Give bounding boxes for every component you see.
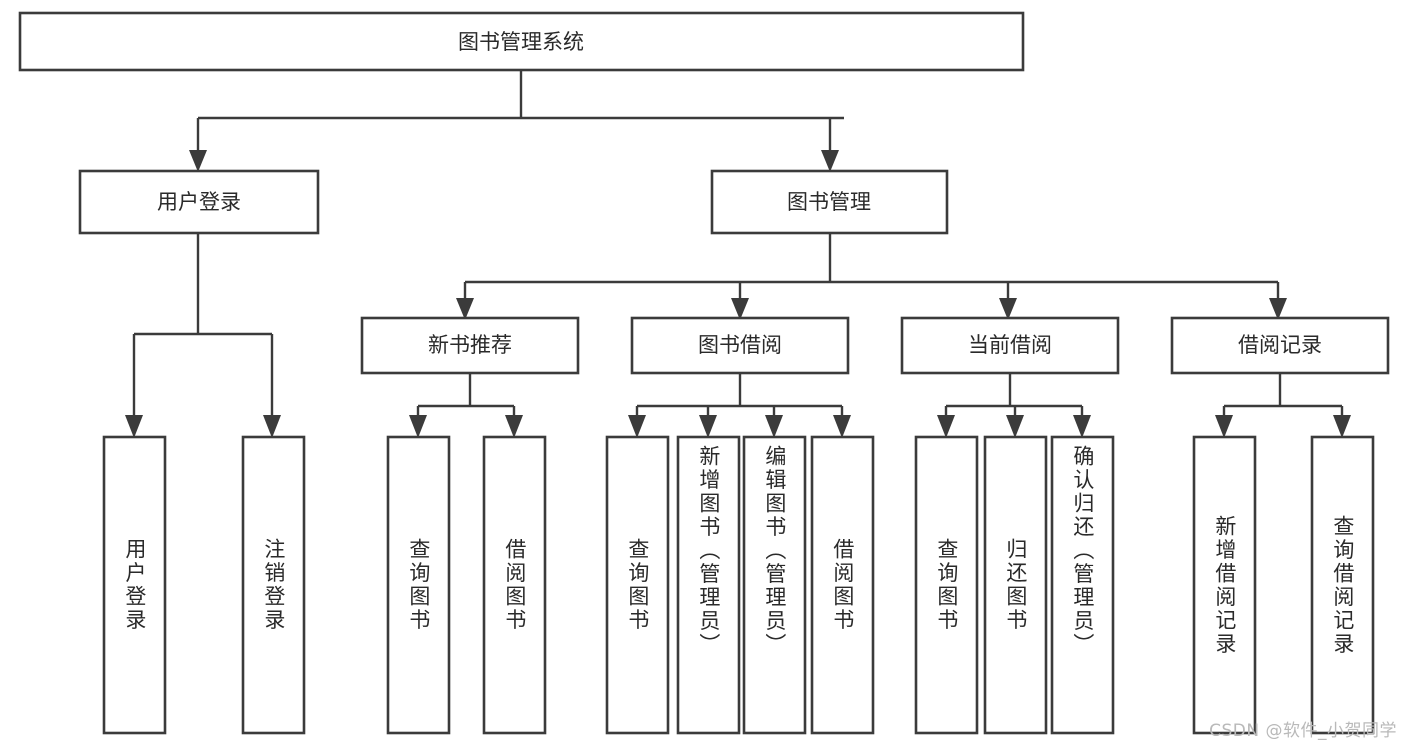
leaf-box-query-book-2 xyxy=(605,435,670,735)
node-book-manage-label: 图书管理 xyxy=(787,190,871,214)
leaf-box-user-login xyxy=(102,435,167,735)
node-book-borrow-label: 图书借阅 xyxy=(698,333,782,357)
node-new-book-recommend[interactable]: 新书推荐 xyxy=(360,316,580,375)
watermark: CSDN @软件_小贺同学 xyxy=(1209,721,1397,741)
node-root[interactable]: 图书管理系统 xyxy=(18,11,1025,72)
leaf-box-query-book-3 xyxy=(914,435,979,735)
leaf-boxes xyxy=(102,435,1375,735)
connector-currentborrow-to-leaves xyxy=(937,373,1091,438)
leaf-box-confirm-return xyxy=(1050,435,1115,735)
leaf-box-add-record xyxy=(1192,435,1257,735)
leaf-box-query-record xyxy=(1310,435,1375,735)
leaf-box-query-book-1 xyxy=(386,435,451,735)
connector-bookmanage-to-level2 xyxy=(456,233,1287,320)
connector-userlogin-to-leaves xyxy=(125,233,281,438)
node-root-label: 图书管理系统 xyxy=(458,30,584,54)
leaf-box-edit-book xyxy=(742,435,807,735)
leaf-box-add-book xyxy=(676,435,741,735)
leaf-box-borrow-book-1 xyxy=(482,435,547,735)
node-borrow-record-label: 借阅记录 xyxy=(1238,333,1322,357)
connector-bookborrow-to-leaves xyxy=(628,373,851,438)
node-borrow-record[interactable]: 借阅记录 xyxy=(1170,316,1390,375)
node-user-login-label: 用户登录 xyxy=(157,190,241,214)
connector-newbook-to-leaves xyxy=(409,373,523,438)
node-user-login[interactable]: 用户登录 xyxy=(78,169,320,235)
leaf-box-user-logout xyxy=(241,435,306,735)
node-book-borrow[interactable]: 图书借阅 xyxy=(630,316,850,375)
connector-root-to-level1 xyxy=(189,70,844,172)
connector-borrowrecord-to-leaves xyxy=(1215,373,1351,438)
node-book-manage[interactable]: 图书管理 xyxy=(710,169,949,235)
node-new-book-recommend-label: 新书推荐 xyxy=(428,333,512,357)
leaf-box-return-book xyxy=(983,435,1048,735)
node-current-borrow-label: 当前借阅 xyxy=(968,333,1052,357)
leaf-box-borrow-book-2 xyxy=(810,435,875,735)
node-current-borrow[interactable]: 当前借阅 xyxy=(900,316,1120,375)
